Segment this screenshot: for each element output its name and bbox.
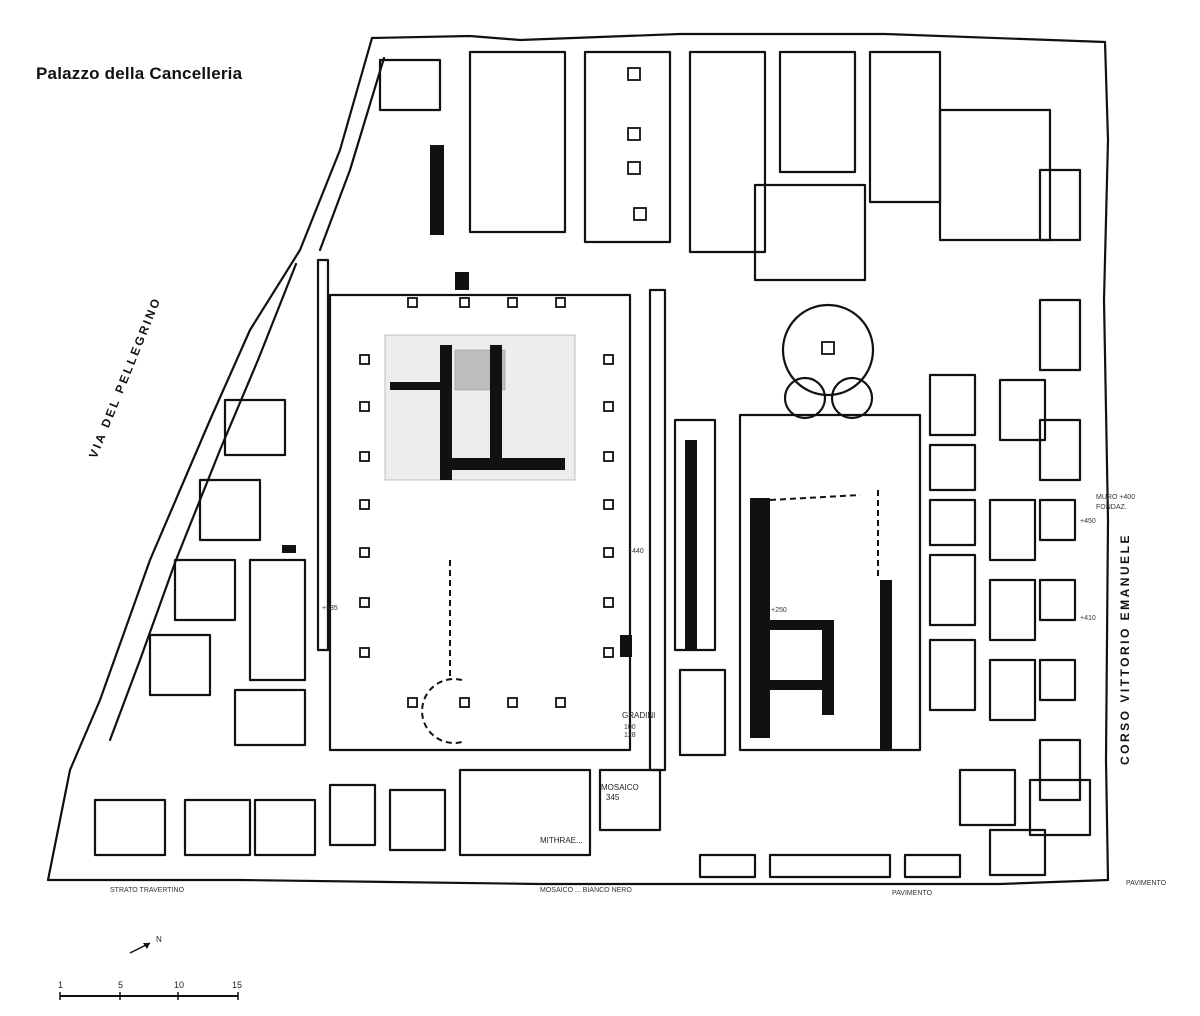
label-mosaico: MOSAICO	[601, 783, 639, 792]
label-fondaz: FONDAZ.	[1096, 504, 1127, 511]
north-label: N	[156, 935, 162, 944]
label-level-450: +450	[1080, 518, 1096, 525]
scale-tick-5: 5	[118, 980, 124, 990]
label-far-right-note: PAVIMENTO	[1126, 880, 1167, 887]
label-mithraeum: MITHRAE...	[540, 836, 583, 845]
label-bottom-mid-note: MOSAICO ... BIANCO NERO	[540, 887, 632, 894]
label-gradini: GRADINI	[622, 711, 656, 720]
outer-wall-east	[1102, 40, 1110, 882]
outer-wall-south	[46, 878, 1110, 886]
courtyard	[328, 293, 632, 752]
scale-tick-10: 10	[174, 980, 185, 990]
label-level-440: +440	[628, 548, 644, 555]
scale-tick-1: 1	[58, 980, 64, 990]
north-arrow-icon	[129, 942, 151, 954]
plan-title: Palazzo della Cancelleria	[36, 64, 243, 83]
outer-wall-north	[370, 32, 1107, 44]
label-muro: MURO +400	[1096, 494, 1136, 501]
street-label-corso-vittorio-emanuele: CORSO VITTORIO EMANUELE	[1118, 533, 1132, 765]
label-mosaico-level: 345	[606, 793, 620, 802]
scale-tick-15: 15	[232, 980, 243, 990]
excavation-zone	[384, 334, 576, 481]
label-bottom-left-note: STRATO TRAVERTINO	[110, 887, 185, 894]
label-level-410: +410	[1080, 615, 1096, 622]
label-level-535: +535	[322, 605, 338, 612]
outer-wall-west	[46, 36, 374, 882]
scale-bar	[59, 992, 239, 1000]
label-level-250: +250	[771, 607, 787, 614]
label-bottom-right-note: PAVIMENTO	[892, 890, 933, 897]
label-gradini-levels: 100 128	[624, 724, 636, 739]
